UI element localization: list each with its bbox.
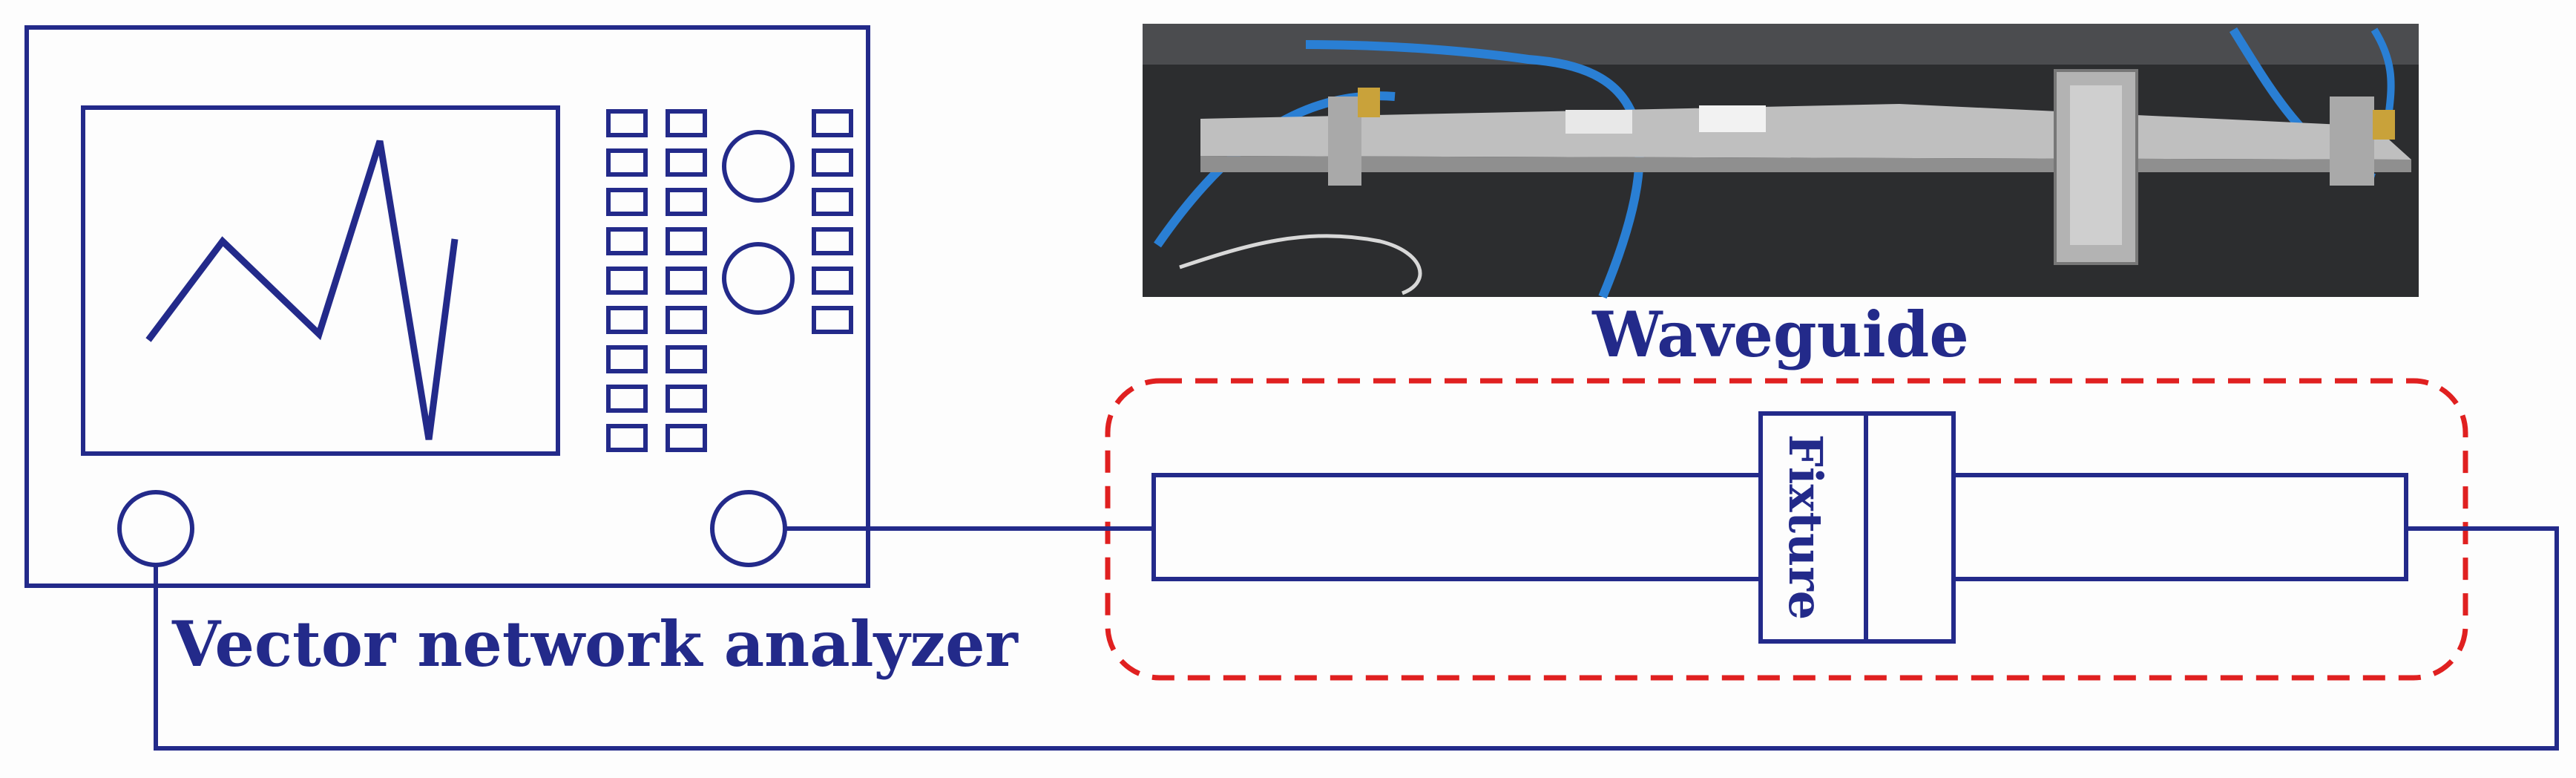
keypad-button-icon: [606, 424, 648, 452]
keypad-button-icon: [812, 267, 853, 295]
cable: [1305, 40, 1644, 299]
keypad-button-icon: [606, 109, 648, 137]
keypad-button-icon: [812, 306, 853, 334]
keypad-button-icon: [606, 267, 648, 295]
keypad-button-icon: [812, 109, 853, 137]
keypad-button-icon: [812, 188, 853, 216]
sticker: [1699, 105, 1766, 132]
sticker: [1565, 110, 1632, 134]
port-connector-icon: [710, 490, 787, 567]
keypad-button-icon: [606, 227, 648, 255]
waveguide-label: Waveguide: [1591, 298, 1969, 371]
keypad-button-icon: [666, 345, 707, 373]
vna-body: [24, 25, 870, 588]
keypad-button-icon: [812, 148, 853, 177]
vna-screen: [81, 105, 560, 456]
sma-connector: [1358, 88, 1380, 117]
port-connector-icon: [117, 490, 194, 567]
keypad-button-icon: [666, 227, 707, 255]
vna-keypad: [606, 109, 853, 452]
flange: [2330, 97, 2374, 186]
dial-knob-icon: [722, 242, 795, 315]
keypad-button-icon: [666, 306, 707, 334]
fixture-box: [1758, 411, 1956, 644]
sma-connector: [2373, 110, 2395, 140]
fixture-label: Fixture: [1778, 434, 1833, 620]
keypad-button-icon: [606, 345, 648, 373]
keypad-button-icon: [606, 385, 648, 413]
keypad-button-icon: [666, 148, 707, 177]
cables: [154, 526, 2559, 751]
waveguide-right-section: [1951, 473, 2408, 581]
cable: [2370, 27, 2395, 112]
waveguide-photo: [1143, 24, 2419, 299]
vector-network-analyzer: [24, 25, 870, 588]
keypad-button-icon: [606, 188, 648, 216]
waveguide-left-section: [1151, 473, 1763, 581]
wire: [1179, 234, 1422, 295]
zigzag-signal-trace: [145, 140, 459, 440]
keypad-button-icon: [666, 109, 707, 137]
cable-waveguide-to-port1: [154, 526, 2559, 751]
vna-label: Vector network analyzer: [171, 607, 1019, 681]
flange: [1328, 97, 1361, 186]
keypad-button-icon: [666, 424, 707, 452]
keypad-button-icon: [666, 385, 707, 413]
dial-knob-icon: [722, 130, 795, 203]
fixture-face: [2070, 85, 2122, 245]
keypad-button-icon: [606, 306, 648, 334]
keypad-button-icon: [666, 188, 707, 216]
keypad-button-icon: [606, 148, 648, 177]
keypad-button-icon: [812, 227, 853, 255]
keypad-button-icon: [666, 267, 707, 295]
